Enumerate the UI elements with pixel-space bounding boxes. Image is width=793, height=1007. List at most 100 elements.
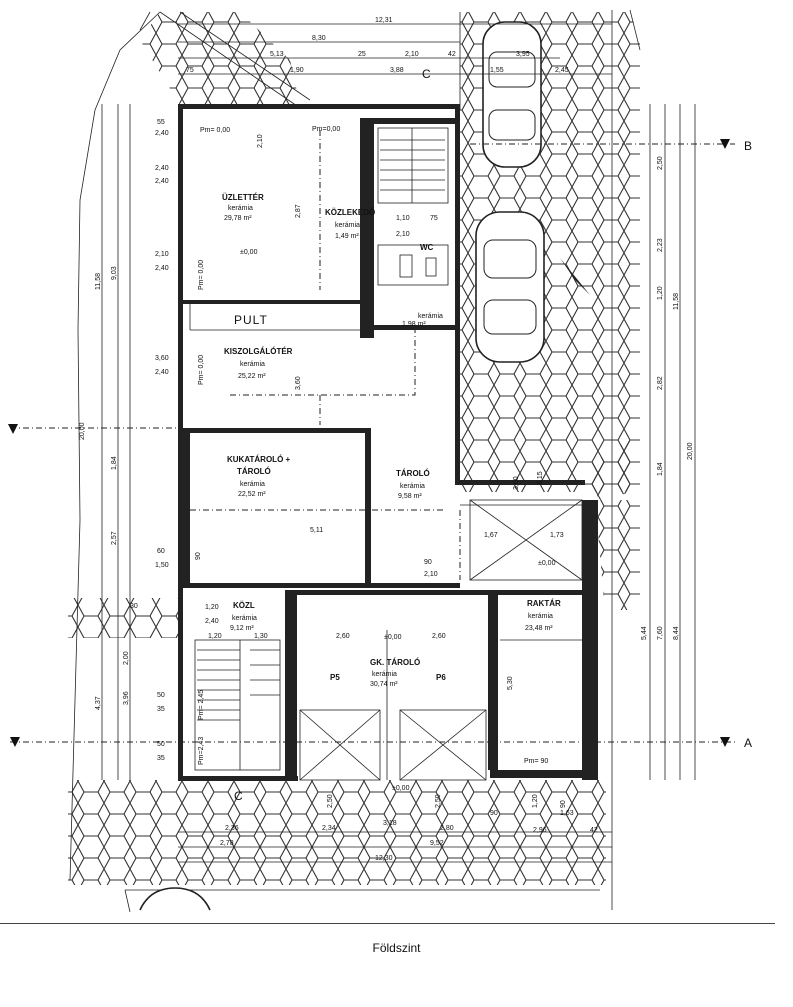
svg-text:3,60: 3,60 <box>295 376 302 390</box>
svg-text:±0,00: ±0,00 <box>538 560 556 567</box>
wc-block <box>377 244 449 286</box>
svg-text:3,60: 3,60 <box>155 355 169 362</box>
svg-text:12,30: 12,30 <box>375 855 393 862</box>
svg-text:1,20: 1,20 <box>657 286 664 300</box>
svg-text:2,00: 2,00 <box>123 651 130 665</box>
svg-text:90: 90 <box>490 810 498 817</box>
svg-text:1,73: 1,73 <box>550 532 564 539</box>
svg-text:3,00: 3,00 <box>513 476 520 490</box>
svg-text:35: 35 <box>157 755 165 762</box>
svg-text:90: 90 <box>560 800 567 808</box>
svg-text:Pm= 90: Pm= 90 <box>524 758 548 765</box>
svg-text:1,10: 1,10 <box>396 215 410 222</box>
car-middle <box>475 211 545 363</box>
dimensions-top: 12,31 8,30 5,13 25 2,10 42 3,95 75 1,90 … <box>186 17 569 74</box>
svg-text:8,30: 8,30 <box>312 35 326 42</box>
svg-text:2,50: 2,50 <box>327 794 334 808</box>
svg-text:Pm= 0,00: Pm= 0,00 <box>200 127 230 134</box>
svg-text:2,40: 2,40 <box>155 165 169 172</box>
svg-text:22,52 m²: 22,52 m² <box>238 491 266 498</box>
svg-text:KUKATÁROLÓ +: KUKATÁROLÓ + <box>227 455 291 464</box>
svg-text:kerámia: kerámia <box>335 222 360 229</box>
svg-text:7,60: 7,60 <box>657 626 664 640</box>
svg-text:Pm= 0,00: Pm= 0,00 <box>198 355 205 385</box>
svg-text:WC: WC <box>420 243 434 252</box>
svg-text:9,03: 9,03 <box>111 266 118 280</box>
section-marker-c-top: C <box>422 67 431 81</box>
roof-edge-lines <box>159 11 311 109</box>
svg-text:2,40: 2,40 <box>155 130 169 137</box>
svg-text:9,52: 9,52 <box>430 840 444 847</box>
plan-caption: Földszint <box>372 941 421 955</box>
svg-text:3,18: 3,18 <box>383 820 397 827</box>
svg-text:11,58: 11,58 <box>95 273 102 290</box>
svg-text:kerámia: kerámia <box>240 361 265 368</box>
svg-text:75: 75 <box>186 67 194 74</box>
svg-text:9,58 m²: 9,58 m² <box>398 493 422 500</box>
svg-text:KISZOLGÁLÓTÉR: KISZOLGÁLÓTÉR <box>224 347 293 356</box>
section-line-mid <box>8 424 178 434</box>
svg-text:5,11: 5,11 <box>310 527 323 534</box>
svg-text:2,10: 2,10 <box>424 571 438 578</box>
svg-text:1,84: 1,84 <box>111 456 118 470</box>
svg-text:1,84: 1,84 <box>657 462 664 476</box>
svg-text:2,40: 2,40 <box>155 369 169 376</box>
svg-text:2,80: 2,80 <box>440 825 454 832</box>
svg-text:25,22 m²: 25,22 m² <box>238 373 266 380</box>
section-marker-b: B <box>744 139 752 153</box>
dimensions-right: 2,50 2,23 1,20 2,82 1,84 11,58 20,00 5,4… <box>641 156 694 640</box>
pult-label: PULT <box>234 313 268 327</box>
svg-text:75: 75 <box>430 215 438 222</box>
parking-p6: P6 <box>436 673 446 682</box>
svg-text:1,20: 1,20 <box>205 604 219 611</box>
svg-text:12,31: 12,31 <box>375 17 393 24</box>
svg-text:ÜZLETTÉR: ÜZLETTÉR <box>222 193 264 202</box>
svg-text:2,23: 2,23 <box>657 238 664 252</box>
svg-text:3,88: 3,88 <box>390 67 404 74</box>
svg-text:±0,00: ±0,00 <box>384 634 402 641</box>
section-line-a <box>10 737 735 747</box>
svg-text:1,30: 1,30 <box>254 633 268 640</box>
dimensions-bottom: 2,36 2,34 3,18 2,80 2,96 42 2,78 9,52 12… <box>220 810 598 862</box>
dimensions-left-windows: 55 2,40 2,40 2,40 2,10 2,40 3,60 2,40 60… <box>155 119 219 762</box>
svg-text:42: 42 <box>448 51 456 58</box>
section-marker-a: A <box>744 736 752 750</box>
svg-text:2,40: 2,40 <box>155 178 169 185</box>
caption-rule <box>0 923 775 924</box>
room-uzletter: ÜZLETTÉR kerámia 29,78 m² <box>222 193 264 222</box>
svg-text:50: 50 <box>157 741 165 748</box>
svg-text:2,10: 2,10 <box>396 231 410 238</box>
svg-text:kerámia: kerámia <box>418 313 443 320</box>
svg-text:90: 90 <box>424 559 432 566</box>
svg-text:5,13: 5,13 <box>270 51 284 58</box>
staircase-lower <box>194 639 281 771</box>
svg-text:2,40: 2,40 <box>205 618 219 625</box>
interior-lines <box>189 130 590 781</box>
level-marks: Pm= 0,00 Pm=0,00 ±0,00 ±0,00 ±0,00 ±0,00… <box>198 126 556 792</box>
svg-text:3,96: 3,96 <box>123 691 130 705</box>
floor-plan-drawing: ÜZLETTÉR kerámia 29,78 m² KÖZLEKEDŐ kerá… <box>8 9 752 913</box>
svg-text:2,50: 2,50 <box>435 794 442 808</box>
svg-text:2,40: 2,40 <box>155 265 169 272</box>
exterior-walls <box>178 104 598 781</box>
svg-text:55: 55 <box>157 119 165 126</box>
room-kukatarolo: KUKATÁROLÓ + TÁROLÓ kerámia 22,52 m² <box>227 455 291 498</box>
svg-text:1,20: 1,20 <box>208 633 222 640</box>
svg-text:TÁROLÓ: TÁROLÓ <box>396 469 430 478</box>
svg-text:4,37: 4,37 <box>95 696 102 710</box>
svg-text:20,00: 20,00 <box>687 442 694 460</box>
svg-text:kerámia: kerámia <box>372 671 397 678</box>
svg-text:20,00: 20,00 <box>79 422 86 440</box>
svg-text:50: 50 <box>157 692 165 699</box>
svg-text:TÁROLÓ: TÁROLÓ <box>237 467 271 476</box>
svg-text:Pm= 0,00: Pm= 0,00 <box>198 260 205 290</box>
svg-text:1,90: 1,90 <box>290 67 304 74</box>
svg-text:kerámia: kerámia <box>232 615 257 622</box>
car-bottom <box>139 887 211 911</box>
svg-text:1,67: 1,67 <box>484 532 498 539</box>
svg-text:2,34: 2,34 <box>322 825 336 832</box>
svg-text:90: 90 <box>195 552 202 560</box>
svg-text:Pm= 2,45: Pm= 2,45 <box>198 690 205 720</box>
room-raktar: RAKTÁR kerámia 23,48 m² <box>525 599 561 632</box>
room-kiszolgaloter: KISZOLGÁLÓTÉR kerámia 25,22 m² <box>224 347 293 380</box>
